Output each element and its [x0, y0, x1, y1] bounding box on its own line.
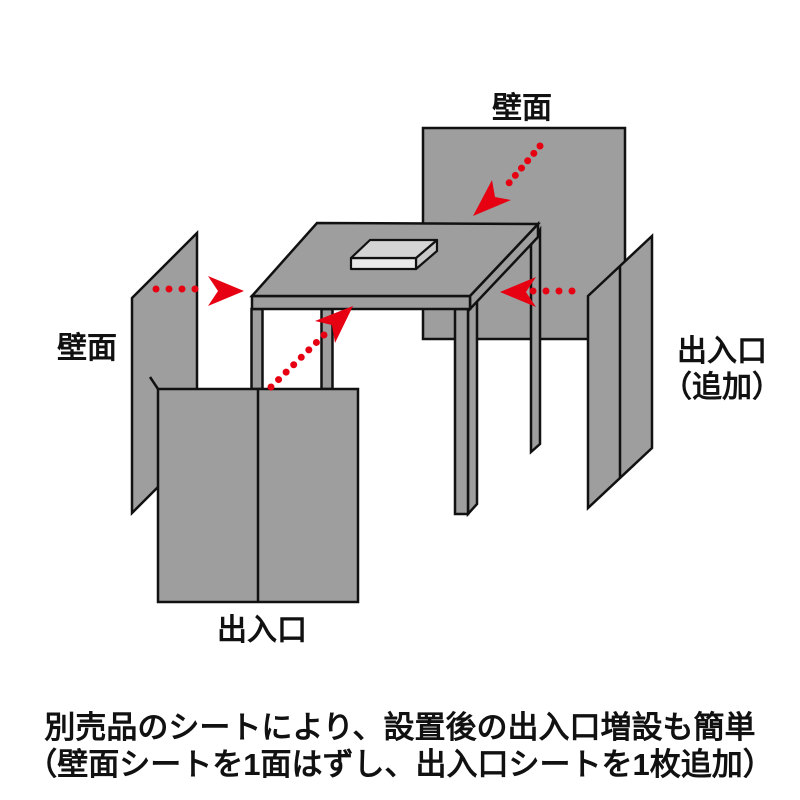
table-front-rail	[250, 294, 472, 311]
book-front-face	[349, 256, 418, 271]
label-wall-top: 壁面	[492, 92, 552, 125]
arrow-entrance-front-head	[315, 306, 353, 343]
table	[249, 220, 542, 518]
arrow-wall-top-head	[473, 180, 511, 216]
entrance-panel-front-fold-edge	[148, 376, 160, 390]
table-leg-back-right	[529, 225, 542, 455]
caption-line2: （壁面シートを1面はずし、出入口シートを1枚追加）	[26, 747, 773, 782]
book	[349, 238, 439, 271]
entrance-panel-right	[586, 233, 654, 511]
label-wall-left: 壁面	[57, 332, 117, 365]
caption-line1: 別売品のシートにより、設置後の出入口増設も簡単	[44, 710, 755, 745]
arrow-entrance-right-head	[500, 277, 536, 307]
label-entrance-right-line1: 出入口	[677, 335, 767, 368]
arrow-entrance-front-dots	[267, 331, 328, 391]
arrow-entrance-right	[500, 277, 589, 307]
arrow-wall-left-head	[208, 276, 244, 306]
arrow-entrance-front	[267, 306, 353, 391]
arrow-wall-top-dots	[505, 142, 544, 187]
table-leg-front-right-side	[466, 298, 479, 518]
book-top-face	[349, 238, 439, 260]
table-leg-front-left	[250, 307, 264, 391]
arrow-wall-left	[152, 276, 244, 306]
arrow-wall-top	[473, 142, 544, 216]
entrance-panel-front	[148, 376, 360, 604]
label-entrance-front: 出入口	[217, 614, 307, 647]
label-entrance-right-line2: （追加）	[662, 370, 782, 404]
table-leg-front-right	[453, 307, 470, 516]
